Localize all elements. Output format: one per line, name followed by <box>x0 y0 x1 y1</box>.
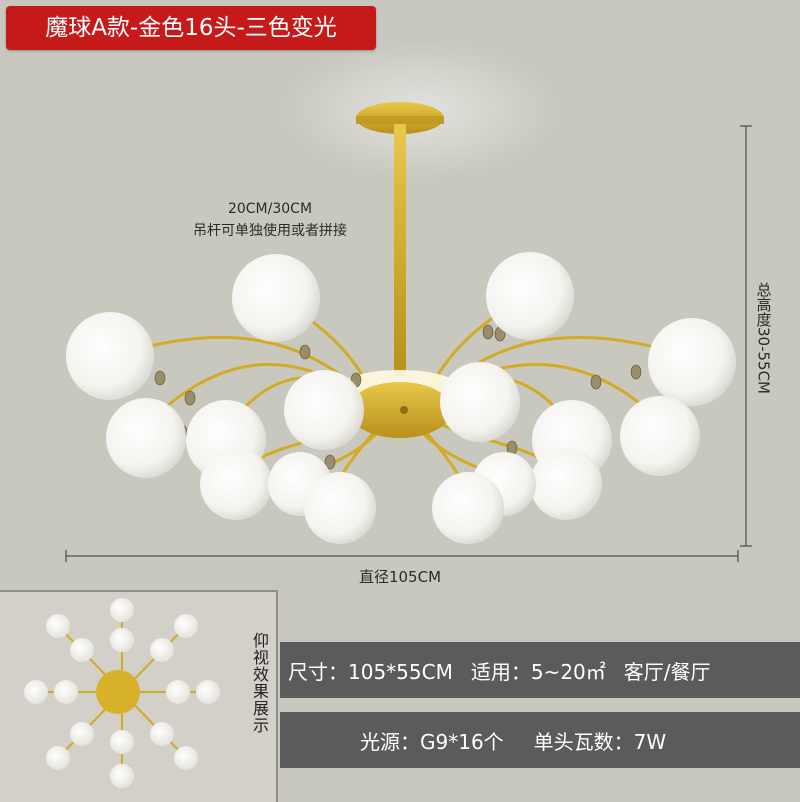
spec-bar-size: 尺寸：105*55CM 适用：5~20㎡ 客厅/餐厅 <box>280 642 800 698</box>
spec-area: 适用：5~20㎡ <box>470 659 606 684</box>
bottom-view-illustration <box>24 598 220 788</box>
spec-bar-light: 光源：G9*16个 单头瓦数：7W <box>280 712 800 768</box>
hub-screw <box>400 406 408 414</box>
spec-rooms: 客厅/餐厅 <box>623 659 711 684</box>
globes <box>66 252 736 544</box>
globe <box>200 448 272 520</box>
globe <box>232 254 320 342</box>
canopy-rim <box>356 116 444 124</box>
globe <box>530 448 602 520</box>
product-title-badge: 魔球A款-金色16头-三色变光 <box>6 6 376 50</box>
globe <box>432 472 504 544</box>
inset-globes <box>24 598 220 788</box>
diameter-label: 直径105CM <box>358 568 442 586</box>
globe <box>440 362 520 442</box>
bottom-view-inset <box>0 590 278 802</box>
globe <box>106 398 186 478</box>
height-dimension-line <box>740 125 752 547</box>
globe <box>648 318 736 406</box>
rod-description: 吊杆可单独使用或者拼接 <box>193 223 347 239</box>
globe <box>486 252 574 340</box>
rod-length: 20CM/30CM <box>227 201 313 217</box>
diameter-dimension-line <box>65 550 739 562</box>
globe <box>284 370 364 450</box>
globe <box>66 312 154 400</box>
rod-note: 20CM/30CM 吊杆可单独使用或者拼接 <box>150 198 390 242</box>
inset-hub <box>96 670 140 714</box>
spec-source: 光源：G9*16个 <box>360 729 504 754</box>
inset-label: 仰视效果展示 <box>250 632 269 734</box>
spec-size: 尺寸：105*55CM <box>288 659 453 684</box>
pendant-rod <box>394 124 406 376</box>
globe <box>620 396 700 476</box>
spec-wattage: 单头瓦数：7W <box>533 729 667 754</box>
globe <box>304 472 376 544</box>
height-label: 总高度30-55CM <box>754 281 773 394</box>
